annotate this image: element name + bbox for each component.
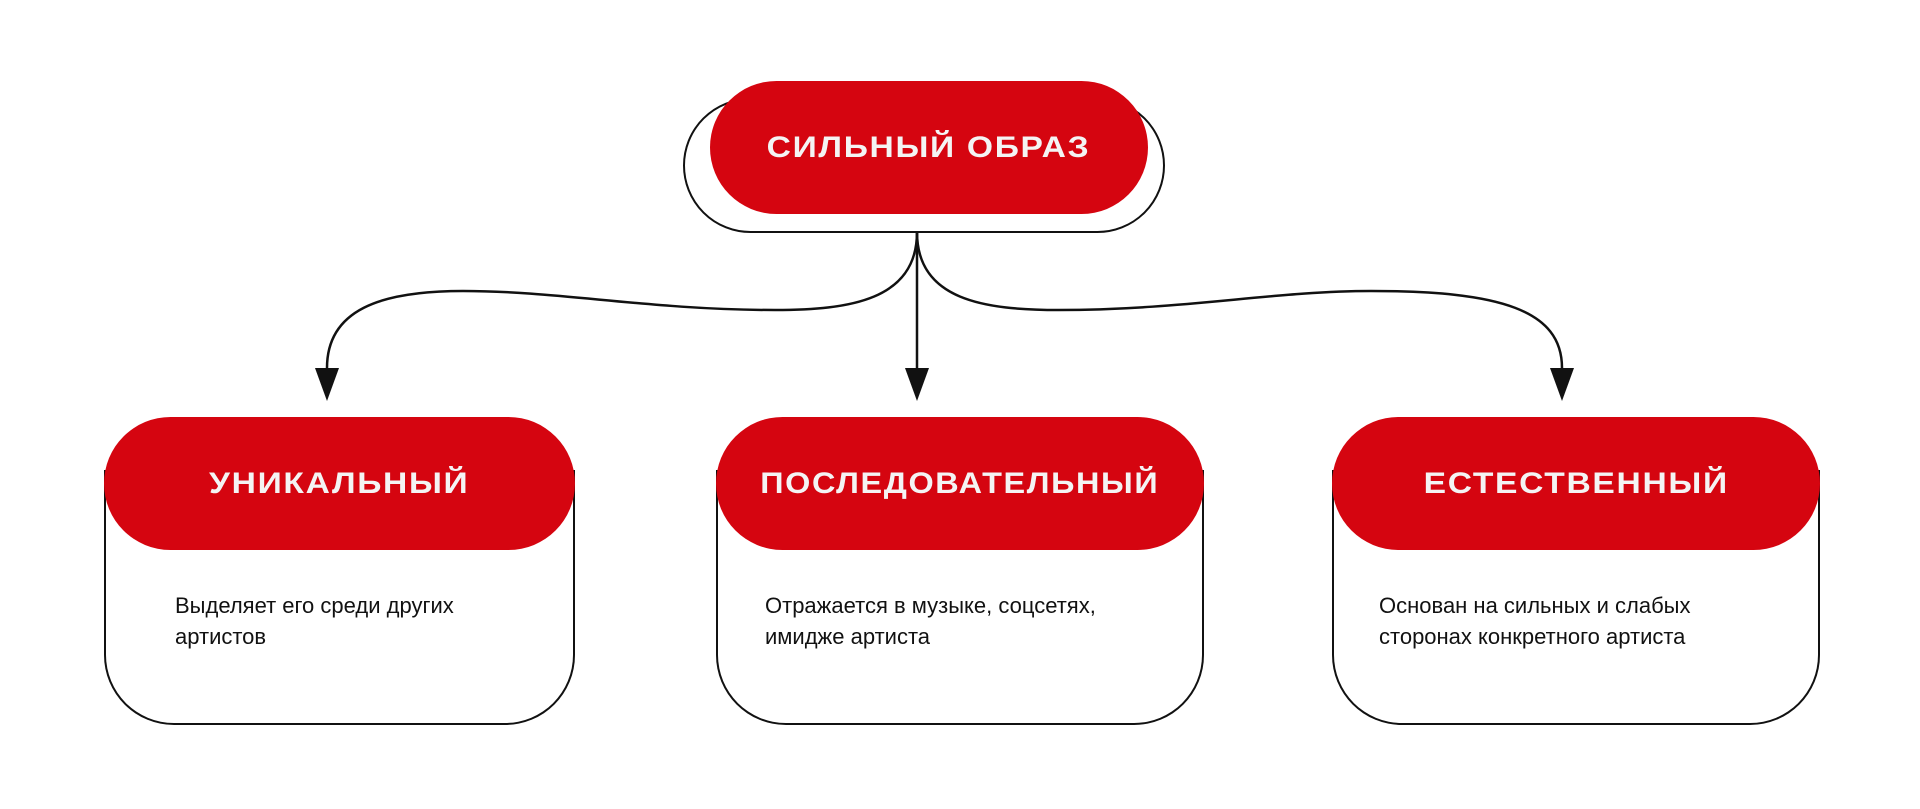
child-node-natural: ЕСТЕСТВЕННЫЙ	[1332, 417, 1820, 550]
child-node-consistent: ПОСЛЕДОВАТЕЛЬНЫЙ	[716, 417, 1204, 550]
description-line: артистов	[175, 624, 267, 649]
root-node: СИЛЬНЫЙ ОБРАЗ	[710, 81, 1148, 214]
child-label-natural: ЕСТЕСТВЕННЫЙ	[1423, 466, 1729, 500]
child-label-unique: УНИКАЛЬНЫЙ	[209, 466, 470, 500]
child-description-consistent: Отражается в музыке, соцсетях, имидже ар…	[765, 590, 1096, 652]
arrowhead-middle	[905, 368, 929, 401]
description-line: Выделяет его среди других	[175, 593, 454, 618]
arrowhead-left	[315, 368, 339, 401]
description-line: имидже артиста	[765, 624, 931, 649]
description-line: Отражается в музыке, соцсетях,	[765, 593, 1096, 618]
root-node-label: СИЛЬНЫЙ ОБРАЗ	[767, 130, 1091, 164]
arrowhead-right	[1550, 368, 1574, 401]
connector-right	[915, 231, 1564, 369]
child-description-unique: Выделяет его среди других артистов	[175, 590, 454, 652]
child-label-consistent: ПОСЛЕДОВАТЕЛЬНЫЙ	[760, 466, 1160, 500]
child-description-natural: Основан на сильных и слабых сторонах кон…	[1379, 590, 1690, 652]
connector-left	[325, 231, 919, 369]
description-line: сторонах конкретного артиста	[1379, 624, 1686, 649]
description-line: Основан на сильных и слабых	[1379, 593, 1691, 618]
child-node-unique: УНИКАЛЬНЫЙ	[104, 417, 575, 550]
